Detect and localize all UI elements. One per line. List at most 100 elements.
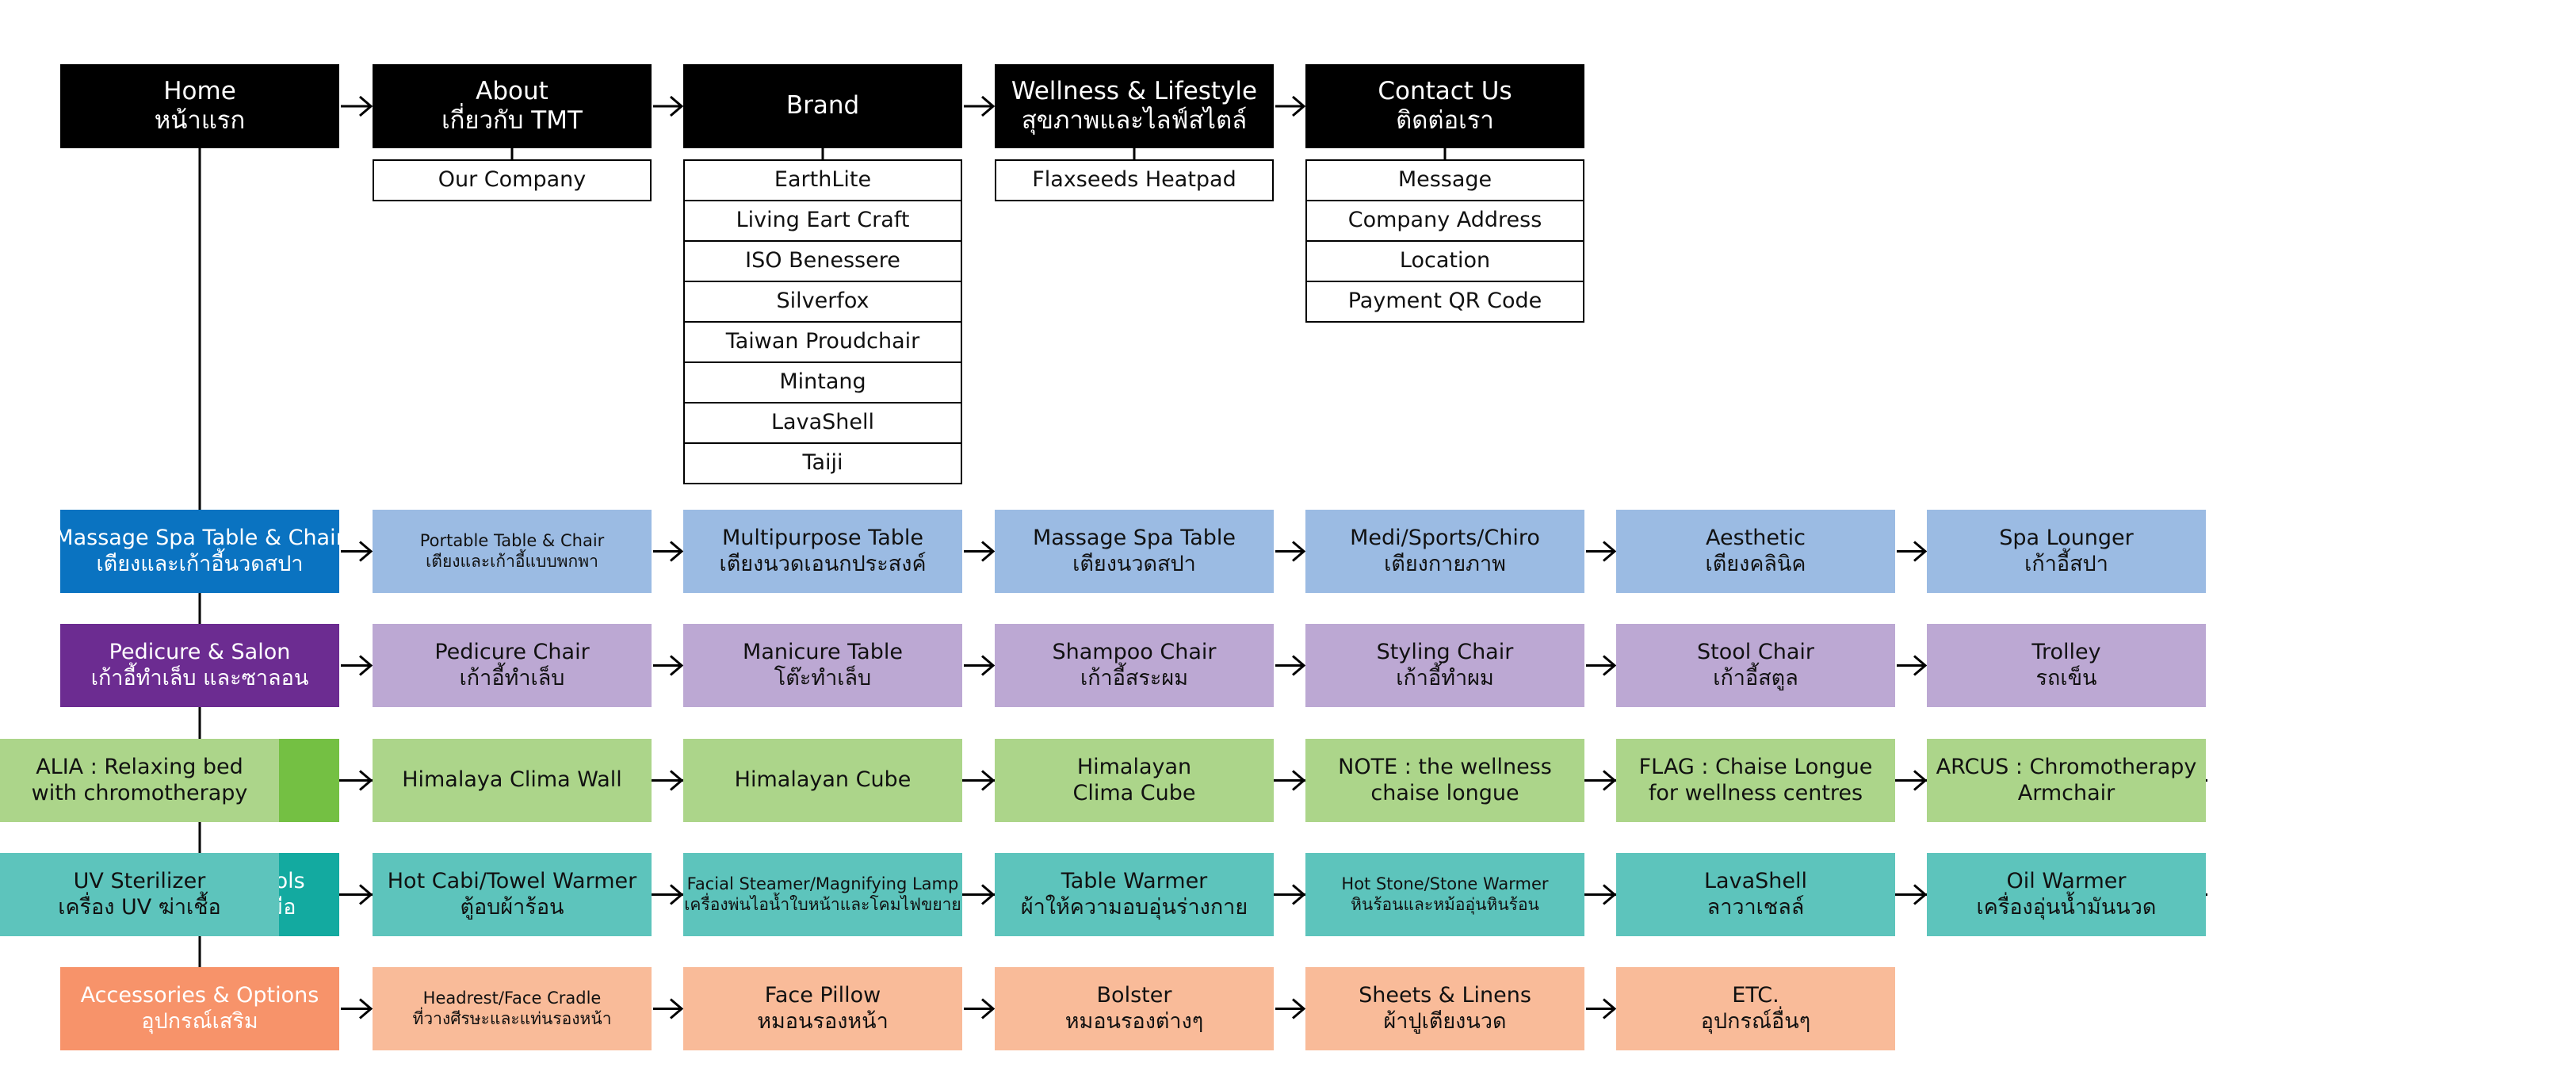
product-himalayan-label-en: Himalayan [1076,755,1192,780]
product-pedicure-chair-label-en: Pedicure Chair [434,640,590,665]
product-stool-chair-label-en: Stool Chair [1697,640,1814,665]
submenu-item-message[interactable]: Message [1305,159,1584,201]
product-etc[interactable]: ETC.อุปกรณ์อื่นๆ [1616,967,1895,1050]
arrow-head [670,95,684,117]
arrow-head [359,998,373,1019]
product-oil-warmer-label-th: เครื่องอุ่นน้ำมันนวด [1976,894,2157,920]
product-himalaya-clima-wall-label-en: Himalaya Clima Wall [402,767,622,793]
product-oil-warmer-label-en: Oil Warmer [2006,869,2127,894]
arrow-head [359,655,373,676]
arrow-head [670,541,684,562]
top-nav-about-label-th: เกี่ยวกับ TMT [441,106,583,135]
submenu-item-taiji[interactable]: Taiji [683,442,962,484]
submenu-item-earthlite[interactable]: EarthLite [683,159,962,201]
submenu-item-payment-qr-code[interactable]: Payment QR Code [1305,281,1584,323]
product-etc-label-th: อุปกรณ์อื่นๆ [1700,1008,1811,1034]
product-note-the-wellness-label-th: chaise longue [1370,780,1519,805]
arrow-head [1603,998,1617,1019]
arrow-head [1603,655,1617,676]
product-styling-chair-label-th: เก้าอี้ทำผม [1396,665,1494,690]
product-spa-lounger-label-th: เก้าอี้สปา [2024,551,2108,576]
product-face-pillow-label-th: หมอนรองหน้า [757,1008,889,1034]
top-nav-brand[interactable]: Brand [683,64,962,148]
product-himalayan-cube[interactable]: Himalayan Cube [683,739,962,822]
arrow-head [359,95,373,117]
product-multipurpose-table-label-en: Multipurpose Table [721,526,924,551]
submenu-item-silverfox[interactable]: Silverfox [683,281,962,323]
category-acc-label-en: Accessories & Options [80,983,319,1008]
product-facial-steamer-magnifying-lamp-label-th: เครื่องพ่นไอน้ำใบหน้าและโคมไฟขยาย [684,894,961,914]
submenu-item-lavashell[interactable]: LavaShell [683,402,962,444]
category-pedicure-label-th: เก้าอี้ทำเล็บ และซาลอน [90,665,309,690]
category-massage-label-en: Massage Spa Table & Chair [55,526,345,551]
product-aesthetic-label-en: Aesthetic [1706,526,1806,551]
product-arcus-chromotherapy-label-th: Armchair [2017,780,2115,805]
top-nav-wellness-lifestyle-label-th: สุขภาพและไลฟ์สไตล์ [1021,106,1248,135]
arrow-head [359,541,373,562]
product-hot-cabi-towel-warmer-label-th: ตู้อบผ้าร้อน [460,894,564,920]
product-massage-spa-table-label-en: Massage Spa Table [1032,526,1236,551]
submenu-item-mintang[interactable]: Mintang [683,361,962,403]
product-alia-relaxing-bed-label-th: with chromotherapy [31,780,248,805]
product-shampoo-chair-label-en: Shampoo Chair [1052,640,1217,665]
submenu-item-iso-benessere[interactable]: ISO Benessere [683,240,962,282]
product-himalayan-label-th: Clima Cube [1072,780,1196,805]
submenu-item-our-company[interactable]: Our Company [373,159,652,201]
product-flag-chaise-longue-label-th: for wellness centres [1648,780,1863,805]
arrow-head [1292,95,1306,117]
product-massage-spa-table-label-th: เตียงนวดสปา [1072,551,1196,576]
submenu-item-location[interactable]: Location [1305,240,1584,282]
product-himalayan-cube-label-en: Himalayan Cube [734,767,912,793]
submenu-item-living-eart-craft[interactable]: Living Eart Craft [683,200,962,242]
product-hot-stone-stone-warmer-label-th: หินร้อนและหม้ออุ่นหินร้อน [1351,894,1539,914]
product-himalaya-clima-wall[interactable]: Himalaya Clima Wall [373,739,652,822]
product-manicure-table-label-en: Manicure Table [743,640,903,665]
arrow-head [670,998,684,1019]
top-nav-contact-us-label-en: Contact Us [1378,76,1512,105]
product-facial-steamer-magnifying-lamp-label-en: Facial Steamer/Magnifying Lamp [686,874,959,894]
product-portable-table-chair-label-th: เตียงและเก้าอี้แบบพกพา [426,551,598,571]
submenu-item-flaxseeds-heatpad[interactable]: Flaxseeds Heatpad [995,159,1274,201]
product-bolster-label-th: หมอนรองต่างๆ [1064,1008,1204,1034]
submenu-item-company-address[interactable]: Company Address [1305,200,1584,242]
product-flag-chaise-longue-label-en: FLAG : Chaise Longue [1638,755,1873,780]
product-headrest-face-cradle-label-th: ที่วางศีรษะและแท่นรองหน้า [412,1008,612,1028]
product-table-warmer-label-en: Table Warmer [1061,869,1208,894]
submenu-item-taiwan-proudchair[interactable]: Taiwan Proudchair [683,321,962,363]
